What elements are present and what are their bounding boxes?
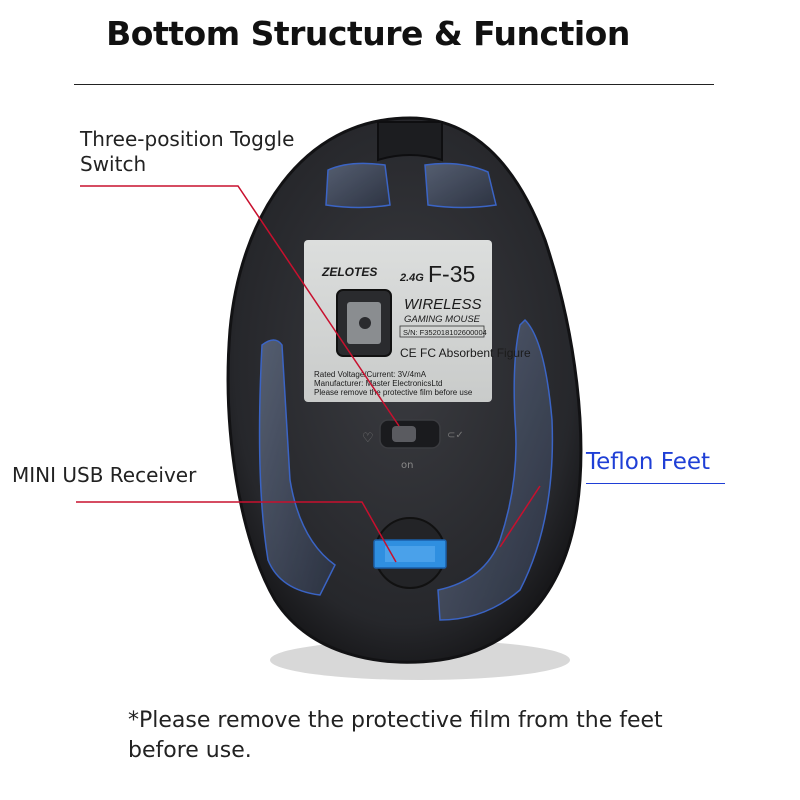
- sticker-wireless: WIRELESS: [404, 296, 482, 313]
- protective-film-note: *Please remove the protective film from …: [128, 708, 663, 763]
- teflon-foot-right: [437, 318, 554, 621]
- toggle-switch-label: Three-position Toggle Switch: [80, 127, 295, 176]
- sticker-sn-box: [399, 325, 485, 338]
- power-icon: ⊂✓: [447, 430, 464, 441]
- product-label-sticker: [304, 240, 492, 402]
- sticker-band: 2.4G: [399, 272, 424, 284]
- usb-receiver-label: MINI USB Receiver: [12, 463, 197, 487]
- switch-label: on: [401, 460, 413, 471]
- teflon-feet-label: Teflon Feet: [586, 449, 711, 475]
- sticker-brand: ZELOTES: [321, 265, 377, 279]
- usb-leader-line: [76, 501, 397, 563]
- leader-lines: [76, 185, 541, 563]
- sticker-remove: Please remove the protective film before…: [314, 388, 473, 397]
- toggle-leader-line: [80, 185, 400, 427]
- teflon-foot-top-right: [424, 162, 497, 209]
- teflon-leader-line: [499, 485, 541, 548]
- page-title: Bottom Structure & Function: [106, 14, 630, 53]
- teflon-foot-left: [258, 339, 336, 596]
- sticker-manufacturer: Manufacturer: Master ElectronicsLtd: [314, 379, 443, 388]
- teflon-underline: [586, 483, 725, 484]
- sticker-sn: S/N: F352018102600004: [403, 328, 487, 337]
- teflon-foot-top-left: [325, 162, 391, 209]
- sticker-cert: CE FC Absorbent Figure: [400, 346, 531, 360]
- mouse-ridge: [377, 121, 443, 162]
- sticker-model: F-35: [428, 261, 475, 287]
- sticker-gaming: GAMING MOUSE: [404, 314, 481, 325]
- sticker-rated: Rated Voltage/Current: 3V/4mA: [314, 370, 427, 379]
- light-icon: ♡: [362, 431, 374, 446]
- title-divider: [74, 84, 714, 85]
